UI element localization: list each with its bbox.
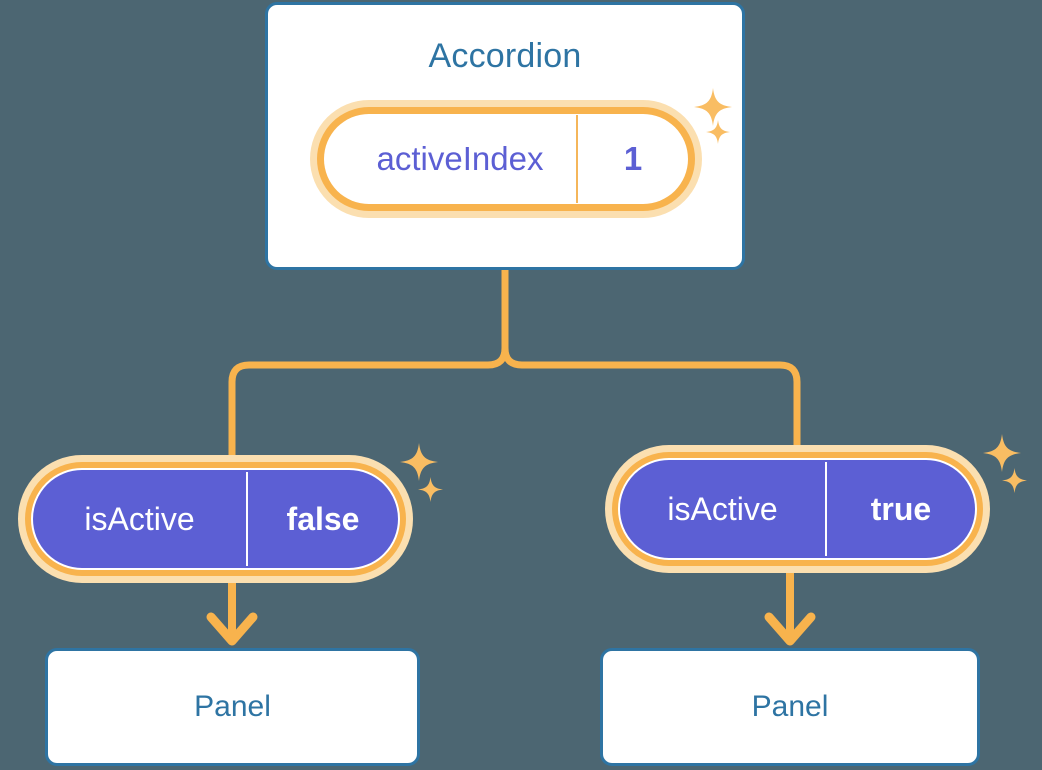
prop-pill-inner: activeIndex 1 [324, 114, 688, 204]
sparkle-large-icon [400, 443, 438, 481]
prop-pill-ring: activeIndex 1 [317, 107, 695, 211]
prop-pill-isactive-false[interactable]: isActive false [18, 455, 413, 583]
prop-pill-activeindex[interactable]: activeIndex 1 [310, 100, 702, 218]
prop-pill-inner: isActive true [618, 458, 977, 560]
connector-branch-right [501, 266, 801, 452]
prop-pill-ring: isActive false [25, 462, 406, 576]
sparkle-small-icon [418, 477, 443, 502]
prop-divider [825, 462, 827, 556]
prop-divider [576, 115, 578, 203]
prop-key-label: isActive [667, 490, 778, 527]
prop-pill-inner: isActive false [31, 468, 400, 570]
sparkle-large-icon [983, 434, 1021, 472]
component-card-panel-left[interactable]: Panel [45, 648, 420, 766]
prop-key-label: isActive [84, 500, 195, 537]
prop-value-label: false [286, 500, 360, 537]
prop-pill-isactive-true[interactable]: isActive true [605, 445, 990, 573]
arrow-left-head-icon [206, 612, 258, 646]
connector-trunk [228, 266, 509, 460]
component-card-panel-right[interactable]: Panel [600, 648, 980, 766]
page-title: Accordion [428, 37, 582, 75]
prop-pill-ring: isActive true [612, 452, 983, 566]
arrow-right-head-icon [764, 612, 816, 646]
panel-title: Panel [751, 690, 829, 723]
prop-divider [246, 472, 248, 566]
sparkle-small-icon [1002, 468, 1027, 493]
panel-title: Panel [194, 690, 271, 723]
prop-value-label: 1 [623, 140, 643, 177]
prop-value-label: true [870, 490, 932, 527]
prop-key-label: activeIndex [376, 140, 544, 177]
